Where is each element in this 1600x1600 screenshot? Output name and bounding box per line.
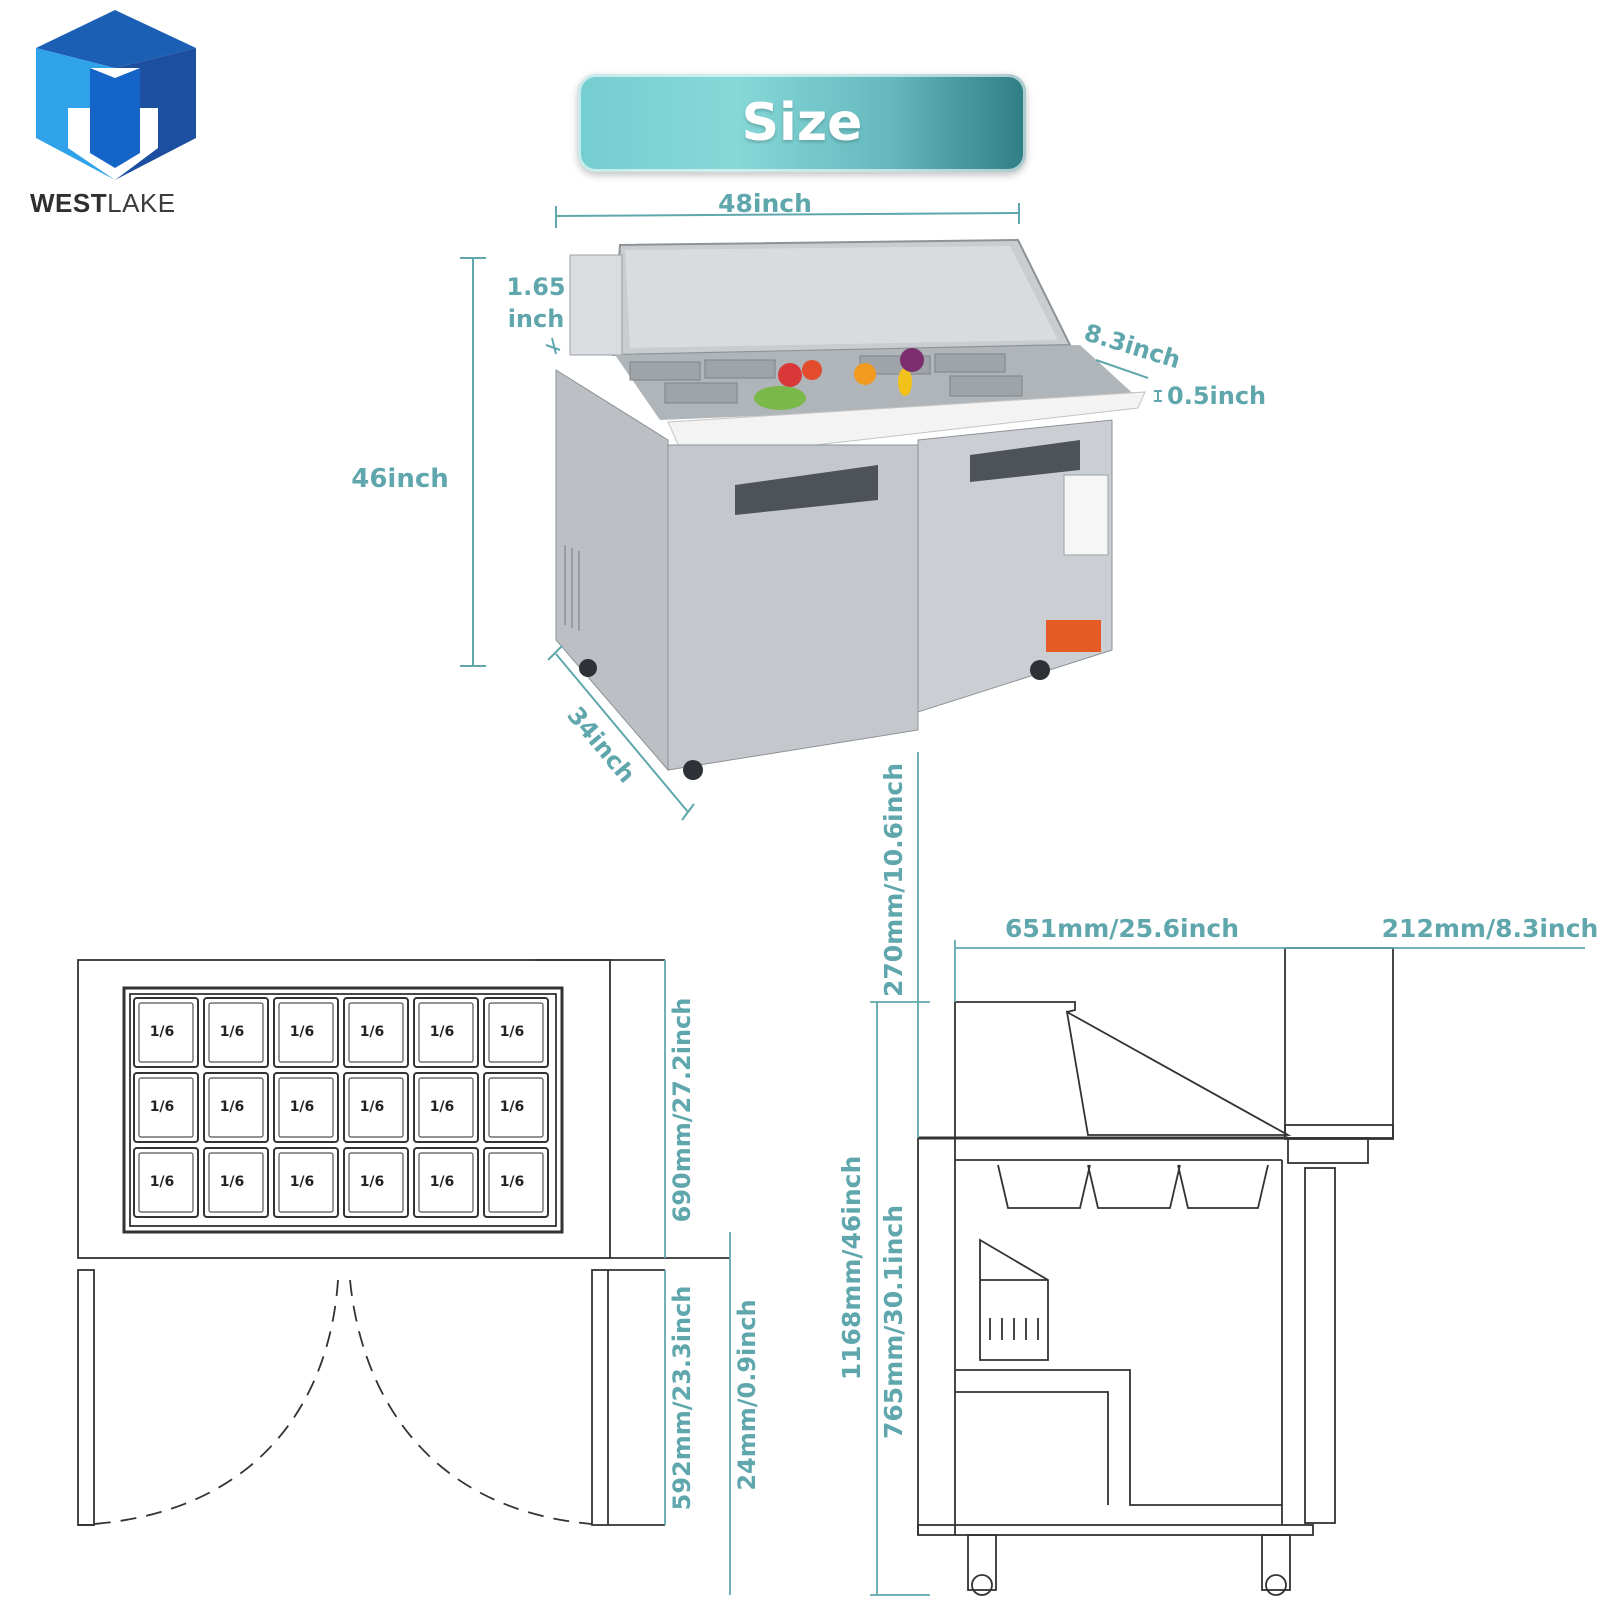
pan-label: 1/6: [500, 1174, 525, 1190]
pan-label: 1/6: [290, 1174, 315, 1190]
pan-grid: 1/6 1/6 1/6 1/6 1/6 1/6 1/6 1/6 1/6 1/6 1/6 1/6 1/6 1…: [133, 997, 549, 1218]
pan-cell: 1/6: [203, 997, 269, 1068]
pan-label: 1/6: [220, 1099, 245, 1115]
pan-label: 1/6: [150, 1024, 175, 1040]
top-view-drawing: [77, 959, 730, 1526]
product-photo: [555, 238, 1146, 780]
door-gap-label: 24mm/0.9inch: [733, 1299, 761, 1490]
size-banner: Size: [578, 74, 1026, 172]
side-view-drawing: [917, 947, 1394, 1596]
pan-label: 1/6: [150, 1174, 175, 1190]
pan-label: 1/6: [430, 1174, 455, 1190]
pan-label: 1/6: [500, 1099, 525, 1115]
pan-label: 1/6: [360, 1174, 385, 1190]
pan-label: 1/6: [360, 1024, 385, 1040]
counter-height-label: 765mm/30.1inch: [879, 1205, 908, 1439]
pan-cell: 1/6: [483, 997, 549, 1068]
pan-label: 1/6: [500, 1024, 525, 1040]
door-depth-label: 592mm/23.3inch: [668, 1286, 696, 1511]
pan-cell: 1/6: [133, 1072, 199, 1143]
pan-cell: 1/6: [203, 1147, 269, 1218]
pan-label: 1/6: [430, 1099, 455, 1115]
brand-wordmark: WESTLAKE: [30, 188, 176, 218]
pan-cell: 1/6: [273, 1147, 339, 1218]
pan-label: 1/6: [430, 1024, 455, 1040]
top-depth-label: 690mm/27.2inch: [668, 998, 696, 1223]
pan-label: 1/6: [290, 1024, 315, 1040]
logo-mark-icon: [36, 10, 196, 180]
photo-height-label: 46inch: [351, 464, 449, 494]
banner-title: Size: [741, 93, 863, 153]
lid-thickness-label-1: 1.65: [506, 273, 565, 301]
photo-width-label: 48inch: [718, 189, 812, 218]
pan-cell: 1/6: [133, 1147, 199, 1218]
pan-cell: 1/6: [413, 997, 479, 1068]
board-depth-side-label: 212mm/8.3inch: [1382, 914, 1599, 943]
lid-height-label: 270mm/10.6inch: [879, 763, 908, 997]
total-height-label: 1168mm/46inch: [837, 1156, 866, 1381]
board-thickness-label: 0.5inch: [1167, 382, 1266, 410]
pan-cell: 1/6: [273, 1072, 339, 1143]
pan-label: 1/6: [220, 1024, 245, 1040]
westlake-logo: WESTLAKE: [28, 8, 203, 218]
pan-label: 1/6: [360, 1099, 385, 1115]
pan-cell: 1/6: [133, 997, 199, 1068]
pan-cell: 1/6: [343, 1147, 409, 1218]
lid-thickness-label-2: inch: [508, 305, 565, 333]
pan-cell: 1/6: [413, 1147, 479, 1218]
pan-label: 1/6: [290, 1099, 315, 1115]
pan-cell: 1/6: [343, 1072, 409, 1143]
pan-label: 1/6: [150, 1099, 175, 1115]
body-depth-label: 651mm/25.6inch: [1005, 914, 1239, 943]
pan-cell: 1/6: [343, 997, 409, 1068]
pan-cell: 1/6: [483, 1072, 549, 1143]
pan-label: 1/6: [220, 1174, 245, 1190]
pan-cell: 1/6: [483, 1147, 549, 1218]
pan-cell: 1/6: [273, 997, 339, 1068]
pan-cell: 1/6: [413, 1072, 479, 1143]
pan-cell: 1/6: [203, 1072, 269, 1143]
